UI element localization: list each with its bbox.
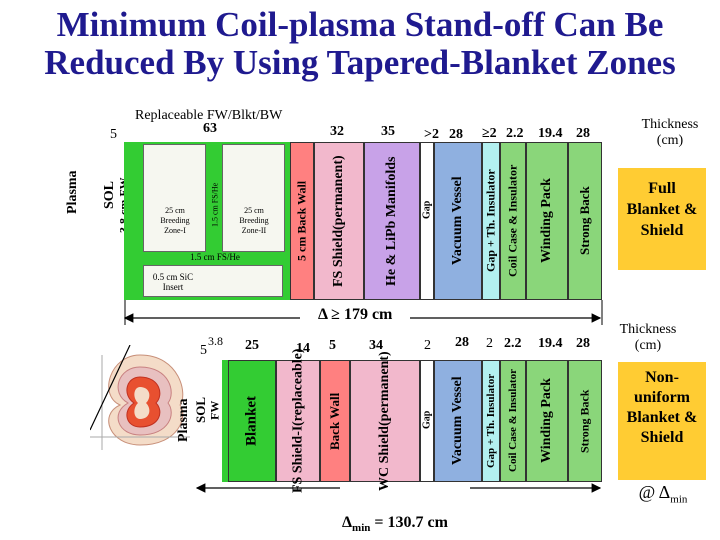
bottom-at-delta-sub: min xyxy=(670,493,688,506)
bottom-blanket-label: Blanket xyxy=(243,396,260,447)
top-gap-insulator xyxy=(482,142,500,300)
top-sic-insert-label: 0.5 cm SiC Insert xyxy=(152,272,194,292)
bottom-coil-case xyxy=(500,360,526,482)
delta-label: Δ ≥ 179 cm xyxy=(318,306,392,324)
bottom-at-delta-text: @ Δ xyxy=(638,482,671,502)
bottom-vacuum-vessel xyxy=(434,360,482,482)
bottom-gap-label: Gap xyxy=(421,410,433,430)
top-thickness-63: 63 xyxy=(203,121,217,136)
page-title: Minimum Coil-plasma Stand-off Can Be Red… xyxy=(0,6,720,82)
bottom-vacuum-vessel-label: Vacuum Vessel xyxy=(450,376,465,466)
bottom-wc-shield-sub: (permanent) xyxy=(377,351,392,426)
top-breeding-zone-2 xyxy=(222,144,285,252)
bottom-back-wall xyxy=(320,360,350,482)
bottom-thickness-unit: (cm) xyxy=(634,338,662,353)
top-side-box xyxy=(618,168,706,270)
bottom-strong-back-label: Strong Back xyxy=(577,389,592,453)
top-breeding-zone-1-label: 25 cm Breeding Zone-I xyxy=(160,206,190,235)
top-back-wall xyxy=(290,142,314,300)
top-coil-case xyxy=(500,142,526,300)
top-thickness-28b: 28 xyxy=(576,126,590,141)
bottom-gap-insulator-label: Gap + Th. Insulator xyxy=(485,373,497,469)
top-thickness-5: 5 xyxy=(110,127,117,142)
top-thickness-19-4: 19.4 xyxy=(538,126,563,141)
bottom-thickness-5b: 5 xyxy=(329,338,336,353)
title-line-2: Reduced By Using Tapered-Blanket Zones xyxy=(44,43,676,82)
bottom-thickness-header: Thickness (cm) xyxy=(606,322,690,354)
bottom-thickness-19-4: 19.4 xyxy=(538,336,563,351)
top-thickness-2-2: 2.2 xyxy=(506,126,524,141)
top-thickness-gt2: >2 xyxy=(424,127,439,142)
bottom-at-delta: @ Δmin xyxy=(618,482,708,506)
plasma-cross-section-icon xyxy=(90,345,190,450)
bottom-blanket xyxy=(228,360,276,482)
delta-symbol: Δ ≥ xyxy=(318,306,340,323)
top-thickness-unit: (cm) xyxy=(656,133,684,148)
bottom-thickness-28b: 28 xyxy=(576,336,590,351)
bottom-side-label: Non-uniform Blanket & Shield xyxy=(626,369,698,446)
bottom-side-box xyxy=(618,362,706,480)
bottom-fw-strip xyxy=(222,360,228,482)
bottom-thickness-28a: 28 xyxy=(455,335,469,350)
bottom-fs-shield-sub: (replaceable) xyxy=(290,348,306,427)
top-thickness-32: 32 xyxy=(330,124,344,139)
top-thickness-ge2: ≥2 xyxy=(482,126,497,141)
bottom-fs-shield xyxy=(276,360,320,482)
bottom-fw-label: FW xyxy=(207,400,222,420)
bottom-coil-case-label: Coil Case & Insulator xyxy=(507,369,519,473)
bottom-thickness-3-8: 3.8 xyxy=(208,334,223,348)
bottom-winding-pack-label: Winding Pack xyxy=(539,378,554,464)
bottom-wc-shield xyxy=(350,360,420,482)
bottom-gap-insulator xyxy=(482,360,500,482)
replaceable-label: Replaceable FW/Blkt/BW xyxy=(135,108,283,123)
top-vacuum-vessel xyxy=(434,142,482,300)
top-thickness-35: 35 xyxy=(381,124,395,139)
top-gap xyxy=(420,142,434,300)
bottom-back-wall-label: Back Wall xyxy=(327,392,342,450)
top-breeding-zone-1 xyxy=(143,144,206,252)
delta-min-symbol: Δ xyxy=(342,514,353,531)
bottom-thickness-2: 2 xyxy=(424,338,431,353)
bottom-thickness-14: 14 xyxy=(296,341,310,356)
top-thickness-28a: 28 xyxy=(449,127,463,142)
bottom-wc-shield-title: WC Shield xyxy=(377,425,392,491)
bottom-strong-back xyxy=(568,360,602,482)
top-sic-insert xyxy=(143,265,283,297)
bottom-thickness-word: Thickness xyxy=(619,322,677,337)
top-strong-back xyxy=(568,142,602,300)
bottom-winding-pack xyxy=(526,360,568,482)
top-winding-pack xyxy=(526,142,568,300)
delta-value: 179 cm xyxy=(343,306,393,323)
bottom-fs-shield-label: FS Shield-I (replaceable) xyxy=(278,349,318,494)
delta-min-sub: min xyxy=(352,522,371,535)
bottom-thickness-34: 34 xyxy=(369,338,383,353)
bottom-thickness-25: 25 xyxy=(245,338,259,353)
bottom-wc-shield-label: WC Shield (permanent) xyxy=(356,351,414,491)
bottom-fs-shield-title: FS Shield-I xyxy=(290,426,306,494)
top-thickness-word: Thickness xyxy=(641,117,699,132)
bottom-thickness-2-2: 2.2 xyxy=(504,336,522,351)
top-thickness-header: Thickness (cm) xyxy=(628,117,712,149)
bottom-plasma-label: Plasma xyxy=(176,398,191,442)
delta-min-value: = 130.7 cm xyxy=(374,514,448,531)
title-line-1: Minimum Coil-plasma Stand-off Can Be xyxy=(56,5,664,44)
top-side-label: Full Blanket & Shield xyxy=(626,180,698,239)
top-breeding-zone-2-label: 25 cm Breeding Zone-II xyxy=(239,206,269,235)
top-fs-he-horizontal: 1.5 cm FS/He xyxy=(190,252,240,262)
top-manifolds xyxy=(364,142,420,300)
top-fs-shield xyxy=(314,142,364,300)
delta-min-label: Δmin = 130.7 cm xyxy=(342,514,448,534)
bottom-thickness-5: 5 xyxy=(200,343,207,358)
bottom-thickness-2b: 2 xyxy=(486,336,493,351)
bottom-gap xyxy=(420,360,434,482)
